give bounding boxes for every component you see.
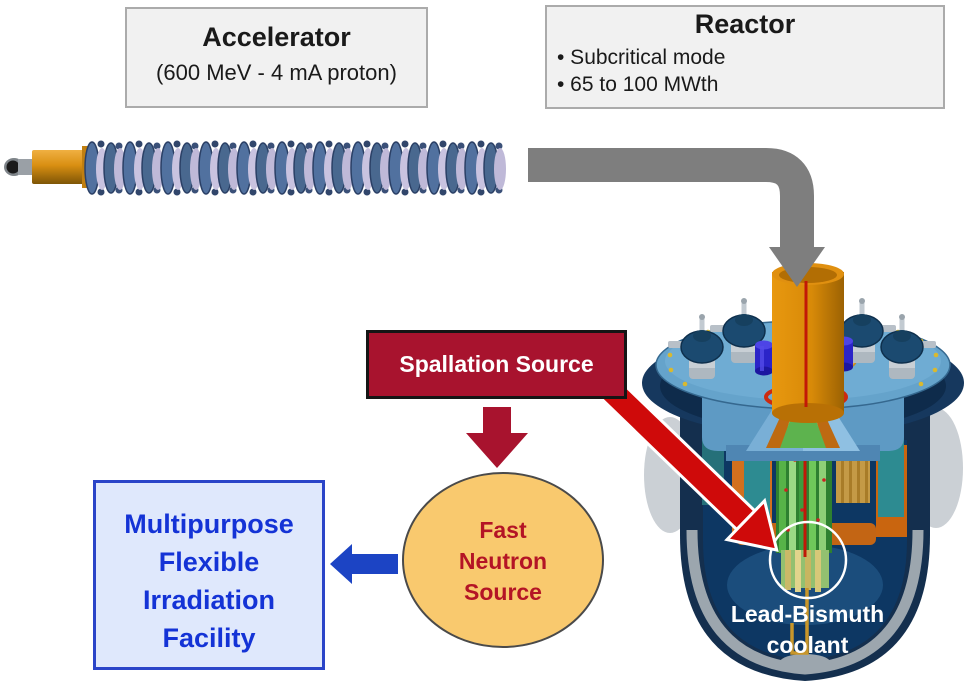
beam-tube [772, 263, 844, 423]
source-line-1: Fast [479, 517, 527, 543]
reactor-title: Reactor [694, 9, 796, 39]
facility-line-4: Facility [162, 623, 256, 653]
coolant-line-2: coolant [766, 632, 849, 658]
irradiation-facility-box: Multipurpose Flexible Irradiation Facili… [93, 480, 325, 670]
proton-beam-arrow-icon [528, 148, 825, 287]
reactor-bullet-power: • 65 to 100 MWth [557, 73, 719, 96]
facility-line-2: Flexible [158, 547, 260, 577]
spallation-source-label: Spallation Source [399, 351, 594, 377]
linac-cryomodules [84, 139, 507, 197]
coolant-line-1: Lead-Bismuth [730, 601, 885, 627]
spallation-to-source-arrow-icon [466, 407, 528, 468]
linac-injector-tube [32, 150, 84, 184]
accelerator-label-box: Accelerator (600 MeV - 4 mA proton) [125, 7, 428, 108]
facility-line-3: Irradiation [142, 585, 276, 615]
reactor-label-box: Reactor • Subcritical mode • 65 to 100 M… [545, 5, 945, 109]
source-to-facility-arrow-icon [330, 544, 398, 584]
linac-image [4, 139, 507, 197]
reactor-cutaway-image [642, 263, 964, 681]
reactor-bullet-list: • Subcritical mode • 65 to 100 MWth [547, 44, 943, 98]
accelerator-title: Accelerator [202, 22, 351, 52]
fast-neutron-source-circle: Fast Neutron Source [402, 472, 604, 648]
reactor-bullet-subcritical: • Subcritical mode [557, 46, 726, 69]
accelerator-subtitle: (600 MeV - 4 mA proton) [156, 60, 397, 85]
coolant-label: Lead-Bismuth coolant [695, 599, 920, 661]
source-line-3: Source [464, 579, 542, 605]
blue-penetration-left [755, 340, 773, 376]
spallation-source-box: Spallation Source [366, 330, 627, 399]
source-line-2: Neutron [458, 548, 548, 574]
facility-line-1: Multipurpose [124, 509, 294, 539]
target-circle [768, 520, 848, 600]
